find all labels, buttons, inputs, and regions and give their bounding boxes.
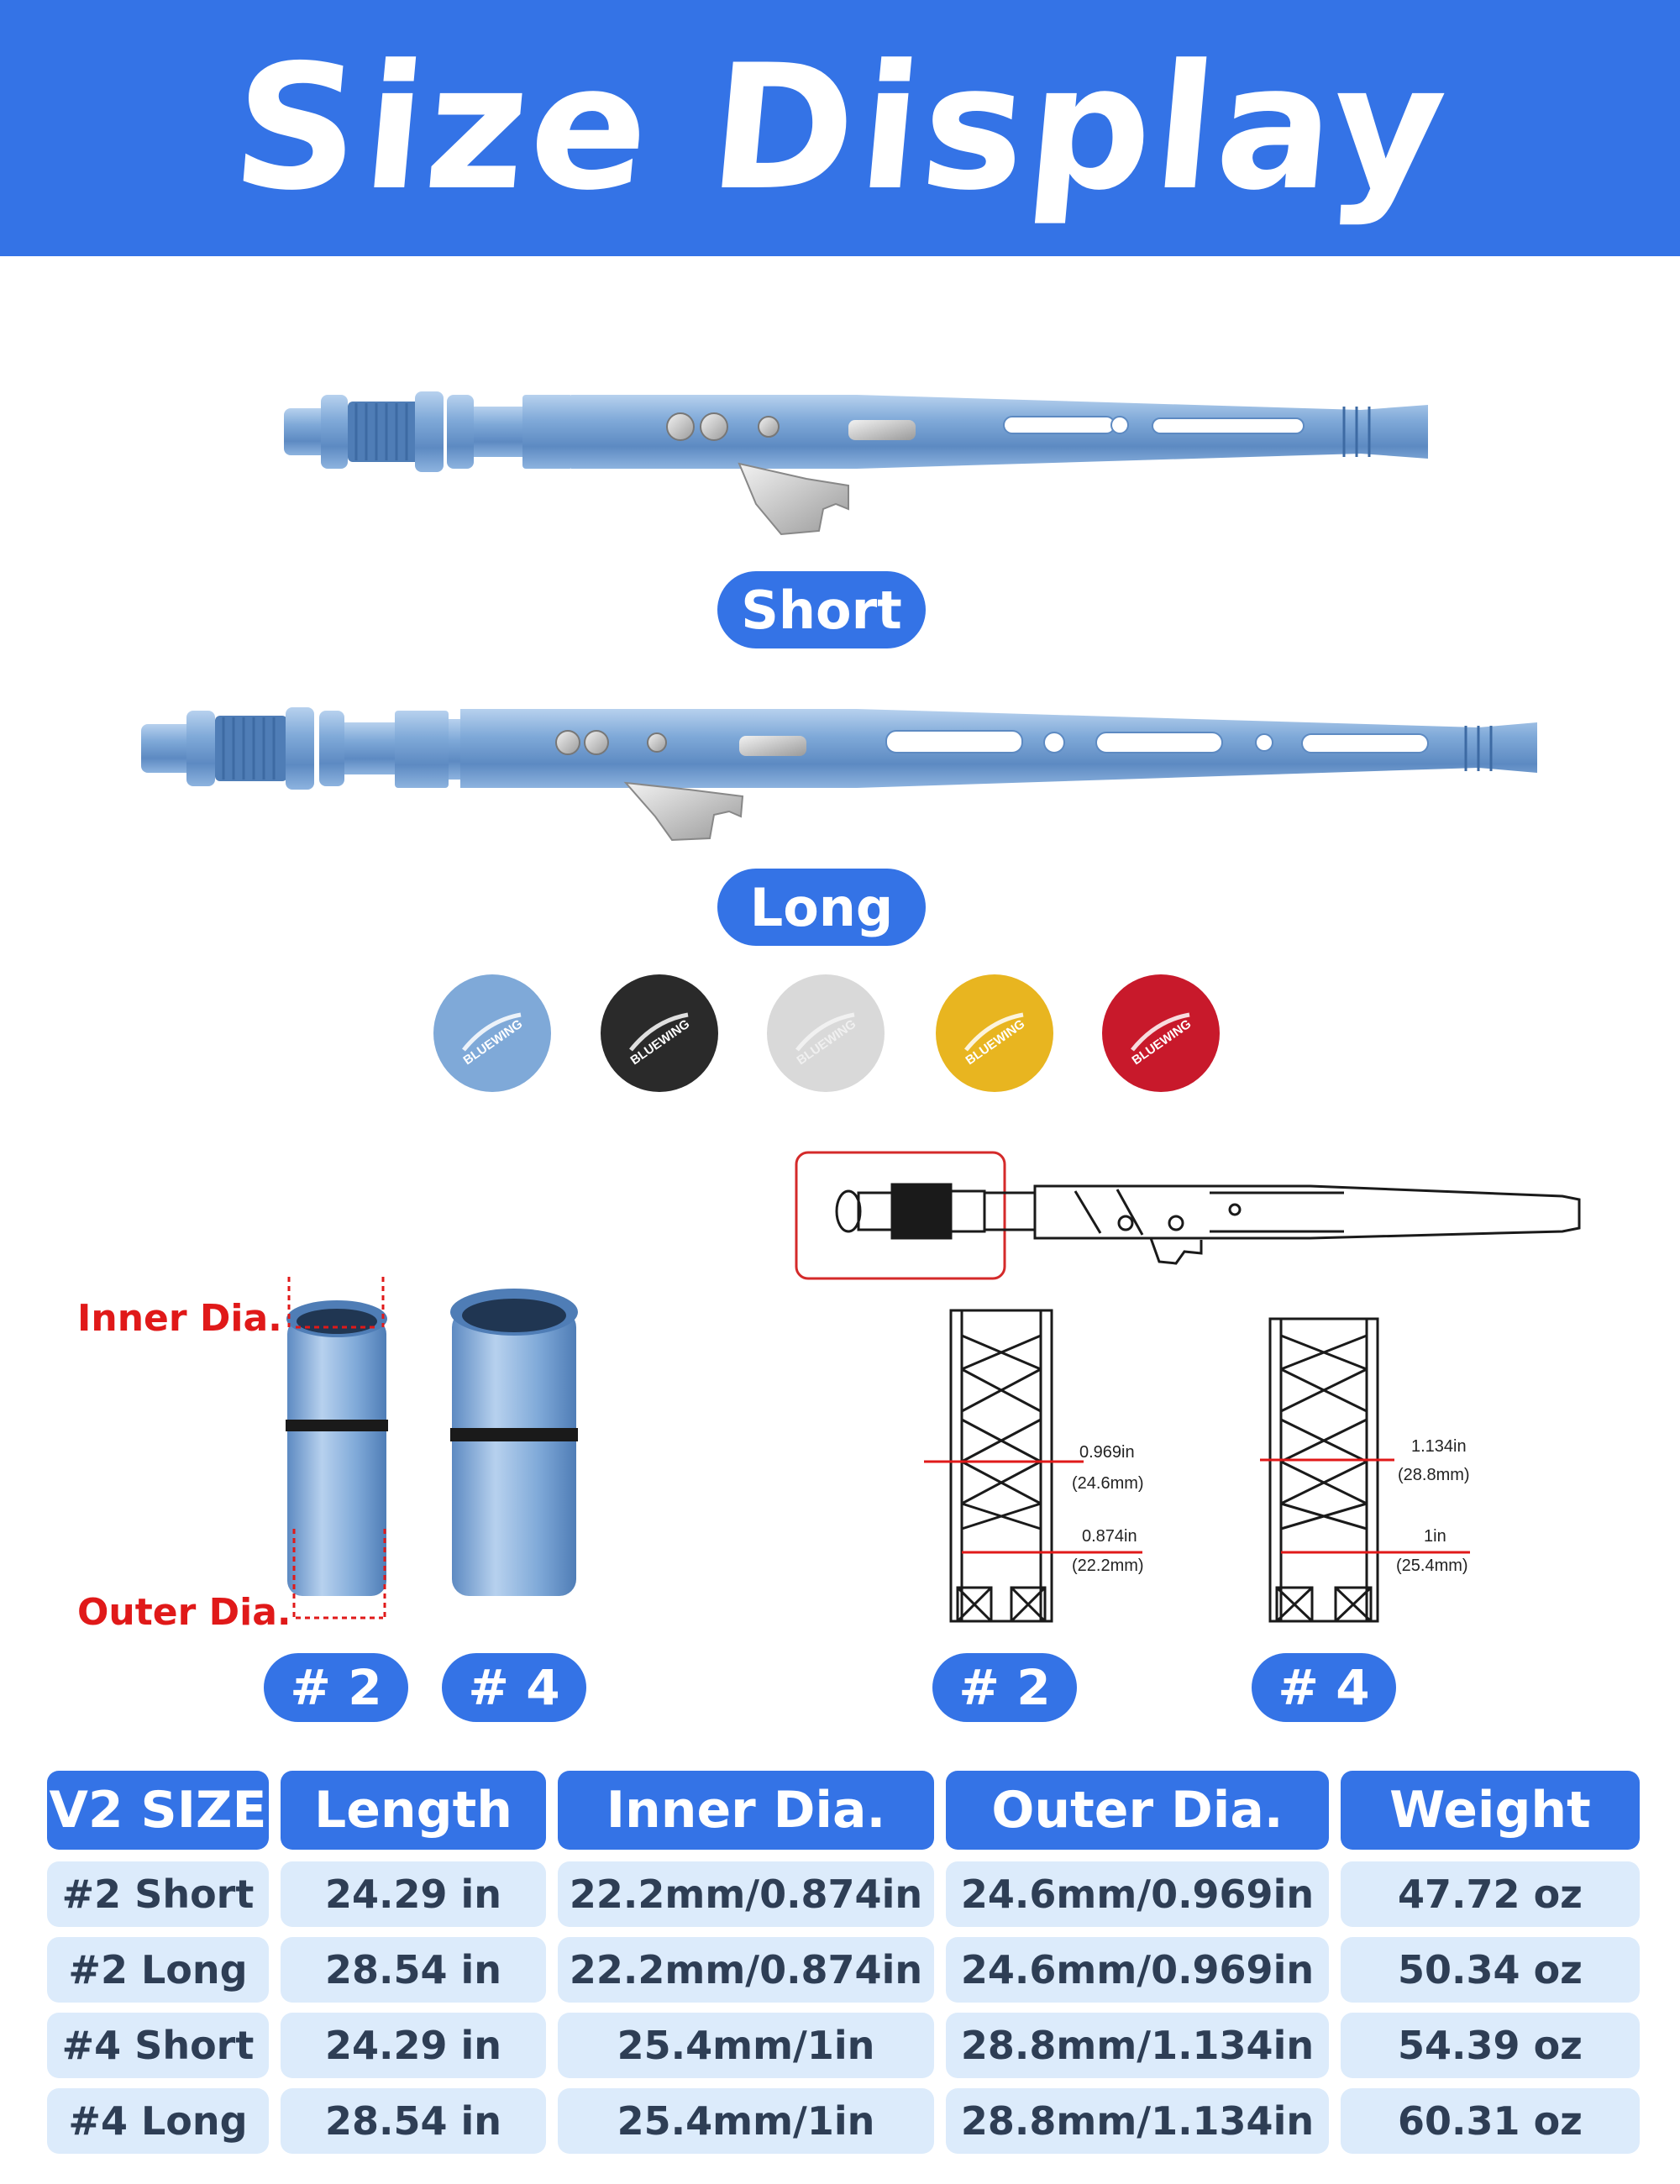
tube-4-photo: [450, 1289, 578, 1596]
header-weight: Weight: [1341, 1771, 1640, 1850]
table-cell: 24.6mm/0.969in: [946, 1861, 1329, 1927]
table-cell: 22.2mm/0.874in: [558, 1937, 934, 2003]
cross-section-2-dimensions: [924, 1460, 1142, 1554]
technical-drawing-overview: [795, 1151, 1581, 1280]
table-cell: 24.29 in: [281, 1861, 546, 1927]
color-swatch-blue: [433, 974, 551, 1092]
dimension-labels: 0.969in (24.6mm) 0.874in (22.2mm) 1.134i…: [1072, 1437, 1470, 1575]
table-cell: #2 Long: [47, 1937, 269, 2003]
cross-section-2-diagram: [949, 1309, 1053, 1623]
table-cell: 28.8mm/1.134in: [946, 2013, 1329, 2078]
short-label-pill: Short: [717, 571, 926, 648]
table-cell: #4 Long: [47, 2088, 269, 2154]
color-swatch-black: [601, 974, 718, 1092]
table-cell: #4 Short: [47, 2013, 269, 2078]
tag-photo-4: # 4: [442, 1653, 586, 1722]
tag-diagram-2: # 2: [932, 1653, 1077, 1722]
short-rod-holder-image: [284, 391, 1428, 536]
outer-dia-label: Outer Dia.: [77, 1591, 291, 1634]
color-swatch-gold: [936, 974, 1053, 1092]
n2-inner-mm: (22.2mm): [1072, 1557, 1144, 1575]
n2-outer-mm: (24.6mm): [1072, 1474, 1144, 1493]
n4-inner-mm: (25.4mm): [1396, 1557, 1468, 1575]
n2-inner-in: 0.874in: [1082, 1527, 1137, 1546]
header-length: Length: [281, 1771, 546, 1850]
cross-section-4-diagram: [1268, 1317, 1379, 1623]
long-rod-holder-image: [141, 707, 1537, 842]
table-cell: 54.39 oz: [1341, 2013, 1640, 2078]
table-cell: 28.54 in: [281, 1937, 546, 2003]
table-cell: 24.6mm/0.969in: [946, 1937, 1329, 2003]
n4-outer-mm: (28.8mm): [1398, 1466, 1470, 1484]
header-v2-size: V2 SIZE: [47, 1771, 269, 1850]
table-cell: 25.4mm/1in: [558, 2013, 934, 2078]
cross-section-4-dimensions: [1260, 1458, 1470, 1554]
table-cell: 47.72 oz: [1341, 1861, 1640, 1927]
n2-outer-in: 0.969in: [1079, 1443, 1135, 1462]
table-cell: 28.54 in: [281, 2088, 546, 2154]
table-cell: 28.8mm/1.134in: [946, 2088, 1329, 2154]
n4-inner-in: 1in: [1424, 1527, 1446, 1546]
color-swatch-silver: [767, 974, 885, 1092]
table-cell: 50.34 oz: [1341, 1937, 1640, 2003]
tag-photo-2: # 2: [264, 1653, 408, 1722]
color-swatches: BLUEWING BLUEWING BLUEWING BLUEWING BLUE…: [433, 974, 1220, 1092]
title-banner: Size Display: [0, 0, 1680, 256]
table-cell: 24.29 in: [281, 2013, 546, 2078]
tube-2-photo: [286, 1277, 388, 1621]
table-cell: #2 Short: [47, 1861, 269, 1927]
n4-outer-in: 1.134in: [1411, 1437, 1467, 1456]
inner-dia-label: Inner Dia.: [77, 1297, 282, 1340]
header-inner-dia: Inner Dia.: [558, 1771, 934, 1850]
long-label-pill: Long: [717, 869, 926, 946]
table-cell: 60.31 oz: [1341, 2088, 1640, 2154]
header-outer-dia: Outer Dia.: [946, 1771, 1329, 1850]
table-cell: 22.2mm/0.874in: [558, 1861, 934, 1927]
color-swatch-red: [1102, 974, 1220, 1092]
table-cell: 25.4mm/1in: [558, 2088, 934, 2154]
tag-diagram-4: # 4: [1252, 1653, 1396, 1722]
